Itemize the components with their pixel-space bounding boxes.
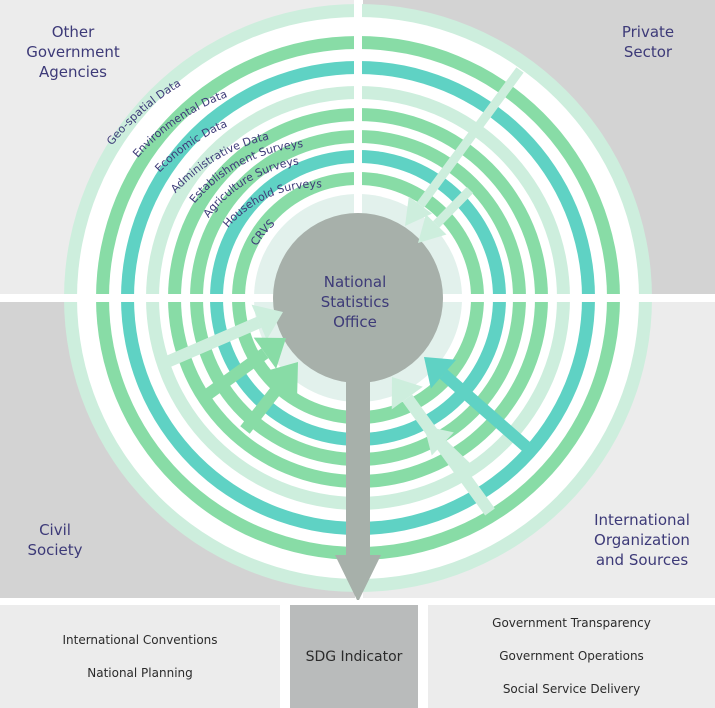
item-international-conventions: International Conventions bbox=[62, 632, 218, 647]
item-government-transparency: Government Transparency bbox=[492, 616, 651, 630]
bottom-box-left: International Conventions National Plann… bbox=[0, 605, 280, 708]
quadrant-label-civil-society: Civil Society bbox=[27, 521, 83, 559]
arrow-international-3 bbox=[424, 426, 474, 474]
arrow-private-sector-1 bbox=[405, 67, 524, 226]
arrow-civil-society-2 bbox=[196, 337, 286, 405]
arrow-civil-society-1 bbox=[157, 304, 283, 371]
arrow-international-1 bbox=[424, 357, 534, 455]
bottom-box-right: Government Transparency Government Opera… bbox=[428, 605, 715, 708]
item-social-service-delivery: Social Service Delivery bbox=[502, 682, 641, 696]
quadrant-label-international-organization: International Organization and Sources bbox=[594, 511, 690, 569]
item-government-operations: Government Operations bbox=[499, 649, 644, 663]
quadrant-label-other-government-agencies: Other Government Agencies bbox=[26, 23, 120, 81]
quadrant-label-private-sector: Private Sector bbox=[621, 23, 675, 61]
center-label-national-statistics-office: National Statistics Office bbox=[320, 273, 390, 331]
sdg-indicator-box: SDG Indicator bbox=[290, 605, 418, 708]
arrow-to-sdg-indicator bbox=[335, 360, 381, 600]
arrow-civil-society-3 bbox=[240, 362, 298, 434]
item-national-planning: National Planning bbox=[87, 665, 193, 680]
center-circle bbox=[273, 213, 443, 383]
arrow-private-sector-2 bbox=[418, 186, 474, 243]
sdg-indicator-label: SDG Indicator bbox=[305, 648, 403, 665]
